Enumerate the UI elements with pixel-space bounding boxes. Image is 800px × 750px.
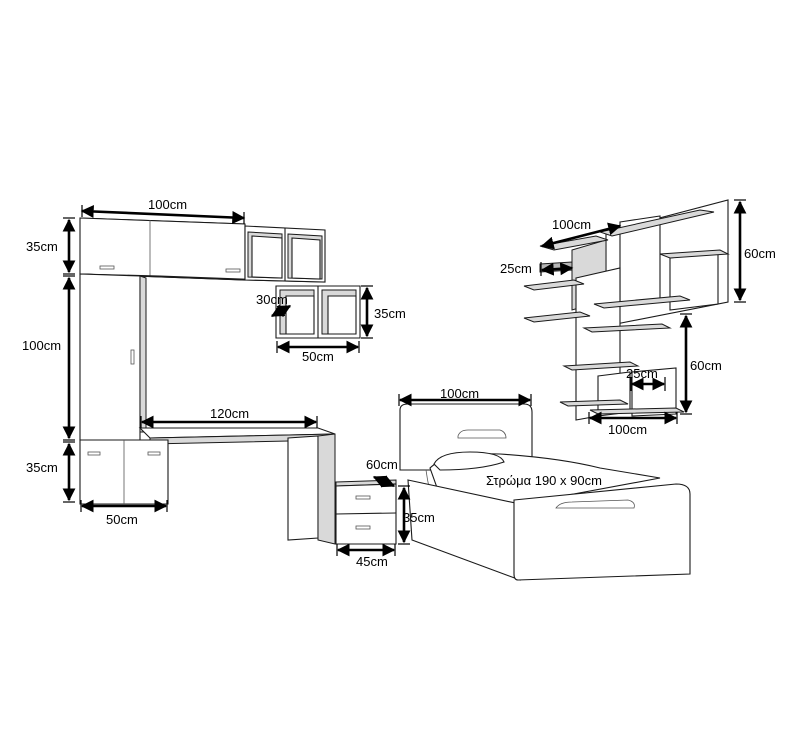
dimension-labels: 100cm 35cm 100cm 35cm 50cm 30cm 35cm 50c… bbox=[22, 197, 776, 569]
bottom-cabinet-width-label: 50cm bbox=[106, 512, 138, 527]
bottom-cabinet bbox=[79, 439, 169, 505]
wall-shelf-top-height-label: 60cm bbox=[744, 246, 776, 261]
tall-unit bbox=[79, 273, 147, 441]
nightstand bbox=[335, 479, 397, 545]
cube-shelf-depth-label: 30cm bbox=[256, 292, 288, 307]
cube-shelf bbox=[275, 285, 361, 339]
nightstand-height-label: 35cm bbox=[403, 510, 435, 525]
top-cabinet bbox=[79, 217, 326, 283]
desk bbox=[138, 427, 336, 545]
desk-width-label: 120cm bbox=[210, 406, 249, 421]
desk-wall-unit bbox=[79, 217, 361, 545]
wall-shelf-bottom-width-label: 100cm bbox=[608, 422, 647, 437]
tall-unit-height-label: 100cm bbox=[22, 338, 61, 353]
wall-shelf-unit bbox=[523, 199, 730, 421]
wall-shelf-bottom-height-label: 60cm bbox=[690, 358, 722, 373]
wall-shelf-depth-label: 25cm bbox=[500, 261, 532, 276]
wall-shelf-inner-depth-label: 25cm bbox=[626, 366, 658, 381]
wall-shelf-top-width-label: 100cm bbox=[552, 217, 591, 232]
cube-shelf-width-label: 50cm bbox=[302, 349, 334, 364]
dimension-lines bbox=[62, 199, 747, 557]
mattress-size-label: Στρώμα 190 x 90cm bbox=[486, 473, 602, 488]
bottom-cabinet-height-label: 35cm bbox=[26, 460, 58, 475]
top-open-shelf bbox=[244, 225, 326, 283]
nightstand-depth-label: 60cm bbox=[366, 457, 398, 472]
wall-unit-width-label: 100cm bbox=[148, 197, 187, 212]
bed-width-label: 100cm bbox=[440, 386, 479, 401]
bed bbox=[399, 403, 691, 581]
nightstand-width-label: 45cm bbox=[356, 554, 388, 569]
cube-shelf-height-label: 35cm bbox=[374, 306, 406, 321]
top-cabinet-height-label: 35cm bbox=[26, 239, 58, 254]
